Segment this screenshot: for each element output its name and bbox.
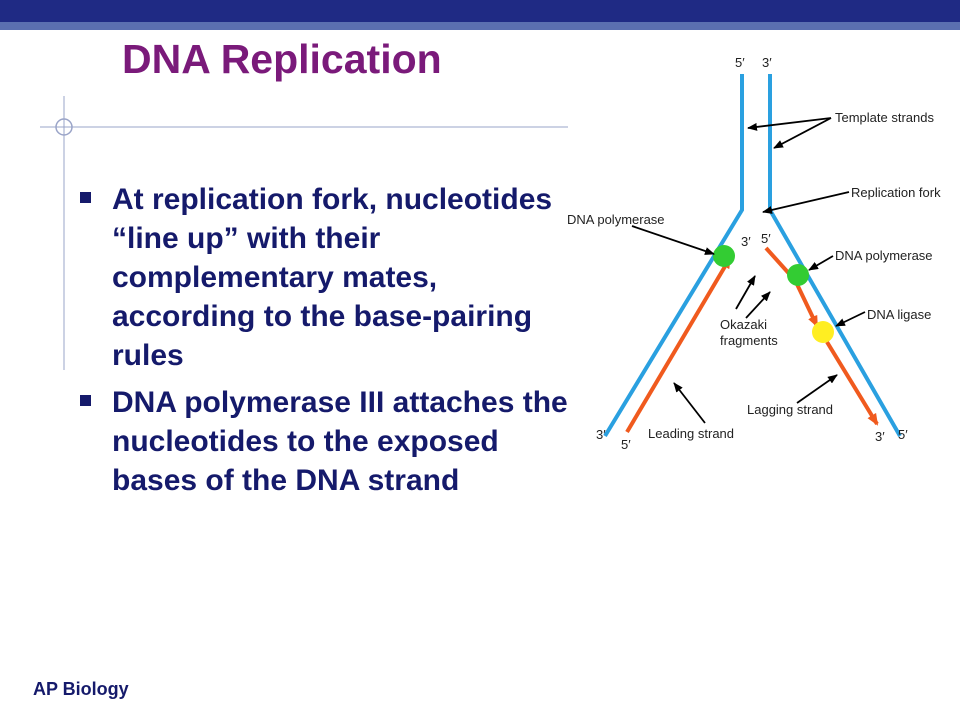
dna-ligase-shape bbox=[812, 321, 834, 343]
top-accent-bar bbox=[0, 22, 960, 30]
label-okazaki-line2: fragments bbox=[720, 333, 778, 348]
bullet-text: At replication fork, nucleotides “line u… bbox=[112, 183, 553, 372]
dna-polymerase-left-shape bbox=[713, 245, 735, 267]
label-bottom-5prime-left: 5′ bbox=[621, 437, 631, 452]
label-leading-strand: Leading strand bbox=[648, 426, 734, 441]
label-mid-5prime: 5′ bbox=[761, 231, 771, 246]
bullet-square-icon bbox=[80, 192, 91, 203]
bullet-list: At replication fork, nucleotides “line u… bbox=[78, 180, 578, 508]
top-title-bar bbox=[0, 0, 960, 22]
page-title: DNA Replication bbox=[122, 36, 442, 82]
label-replication-fork: Replication fork bbox=[851, 185, 941, 200]
bullet-item: At replication fork, nucleotides “line u… bbox=[78, 180, 578, 375]
label-bottom-3prime-right: 3′ bbox=[875, 429, 885, 444]
label-dna-ligase: DNA ligase bbox=[867, 307, 931, 322]
label-okazaki-line1: Okazaki bbox=[720, 317, 767, 332]
decorative-crosshair bbox=[40, 96, 568, 370]
bullet-item: DNA polymerase III attaches the nucleoti… bbox=[78, 383, 578, 500]
label-top-5prime: 5′ bbox=[735, 55, 745, 70]
template-strand-left bbox=[603, 74, 744, 438]
footer-label: AP Biology bbox=[33, 679, 129, 699]
leading-strand bbox=[625, 256, 732, 434]
dna-polymerase-right-shape bbox=[787, 264, 809, 286]
label-bottom-5prime-right: 5′ bbox=[898, 427, 908, 442]
label-mid-3prime: 3′ bbox=[741, 234, 751, 249]
label-template-strands: Template strands bbox=[835, 110, 934, 125]
label-top-3prime: 3′ bbox=[762, 55, 772, 70]
label-bottom-3prime-left: 3′ bbox=[596, 427, 606, 442]
replication-fork-diagram: 5′ 3′ Template strands Replication fork … bbox=[567, 55, 941, 452]
label-dna-polymerase-left: DNA polymerase bbox=[567, 212, 665, 227]
label-dna-polymerase-right: DNA polymerase bbox=[835, 248, 933, 263]
bullet-square-icon bbox=[80, 395, 91, 406]
okazaki-fragment-3 bbox=[825, 340, 879, 426]
label-lagging-strand: Lagging strand bbox=[747, 402, 833, 417]
okazaki-fragment-2 bbox=[793, 279, 819, 328]
bullet-text: DNA polymerase III attaches the nucleoti… bbox=[112, 386, 568, 497]
